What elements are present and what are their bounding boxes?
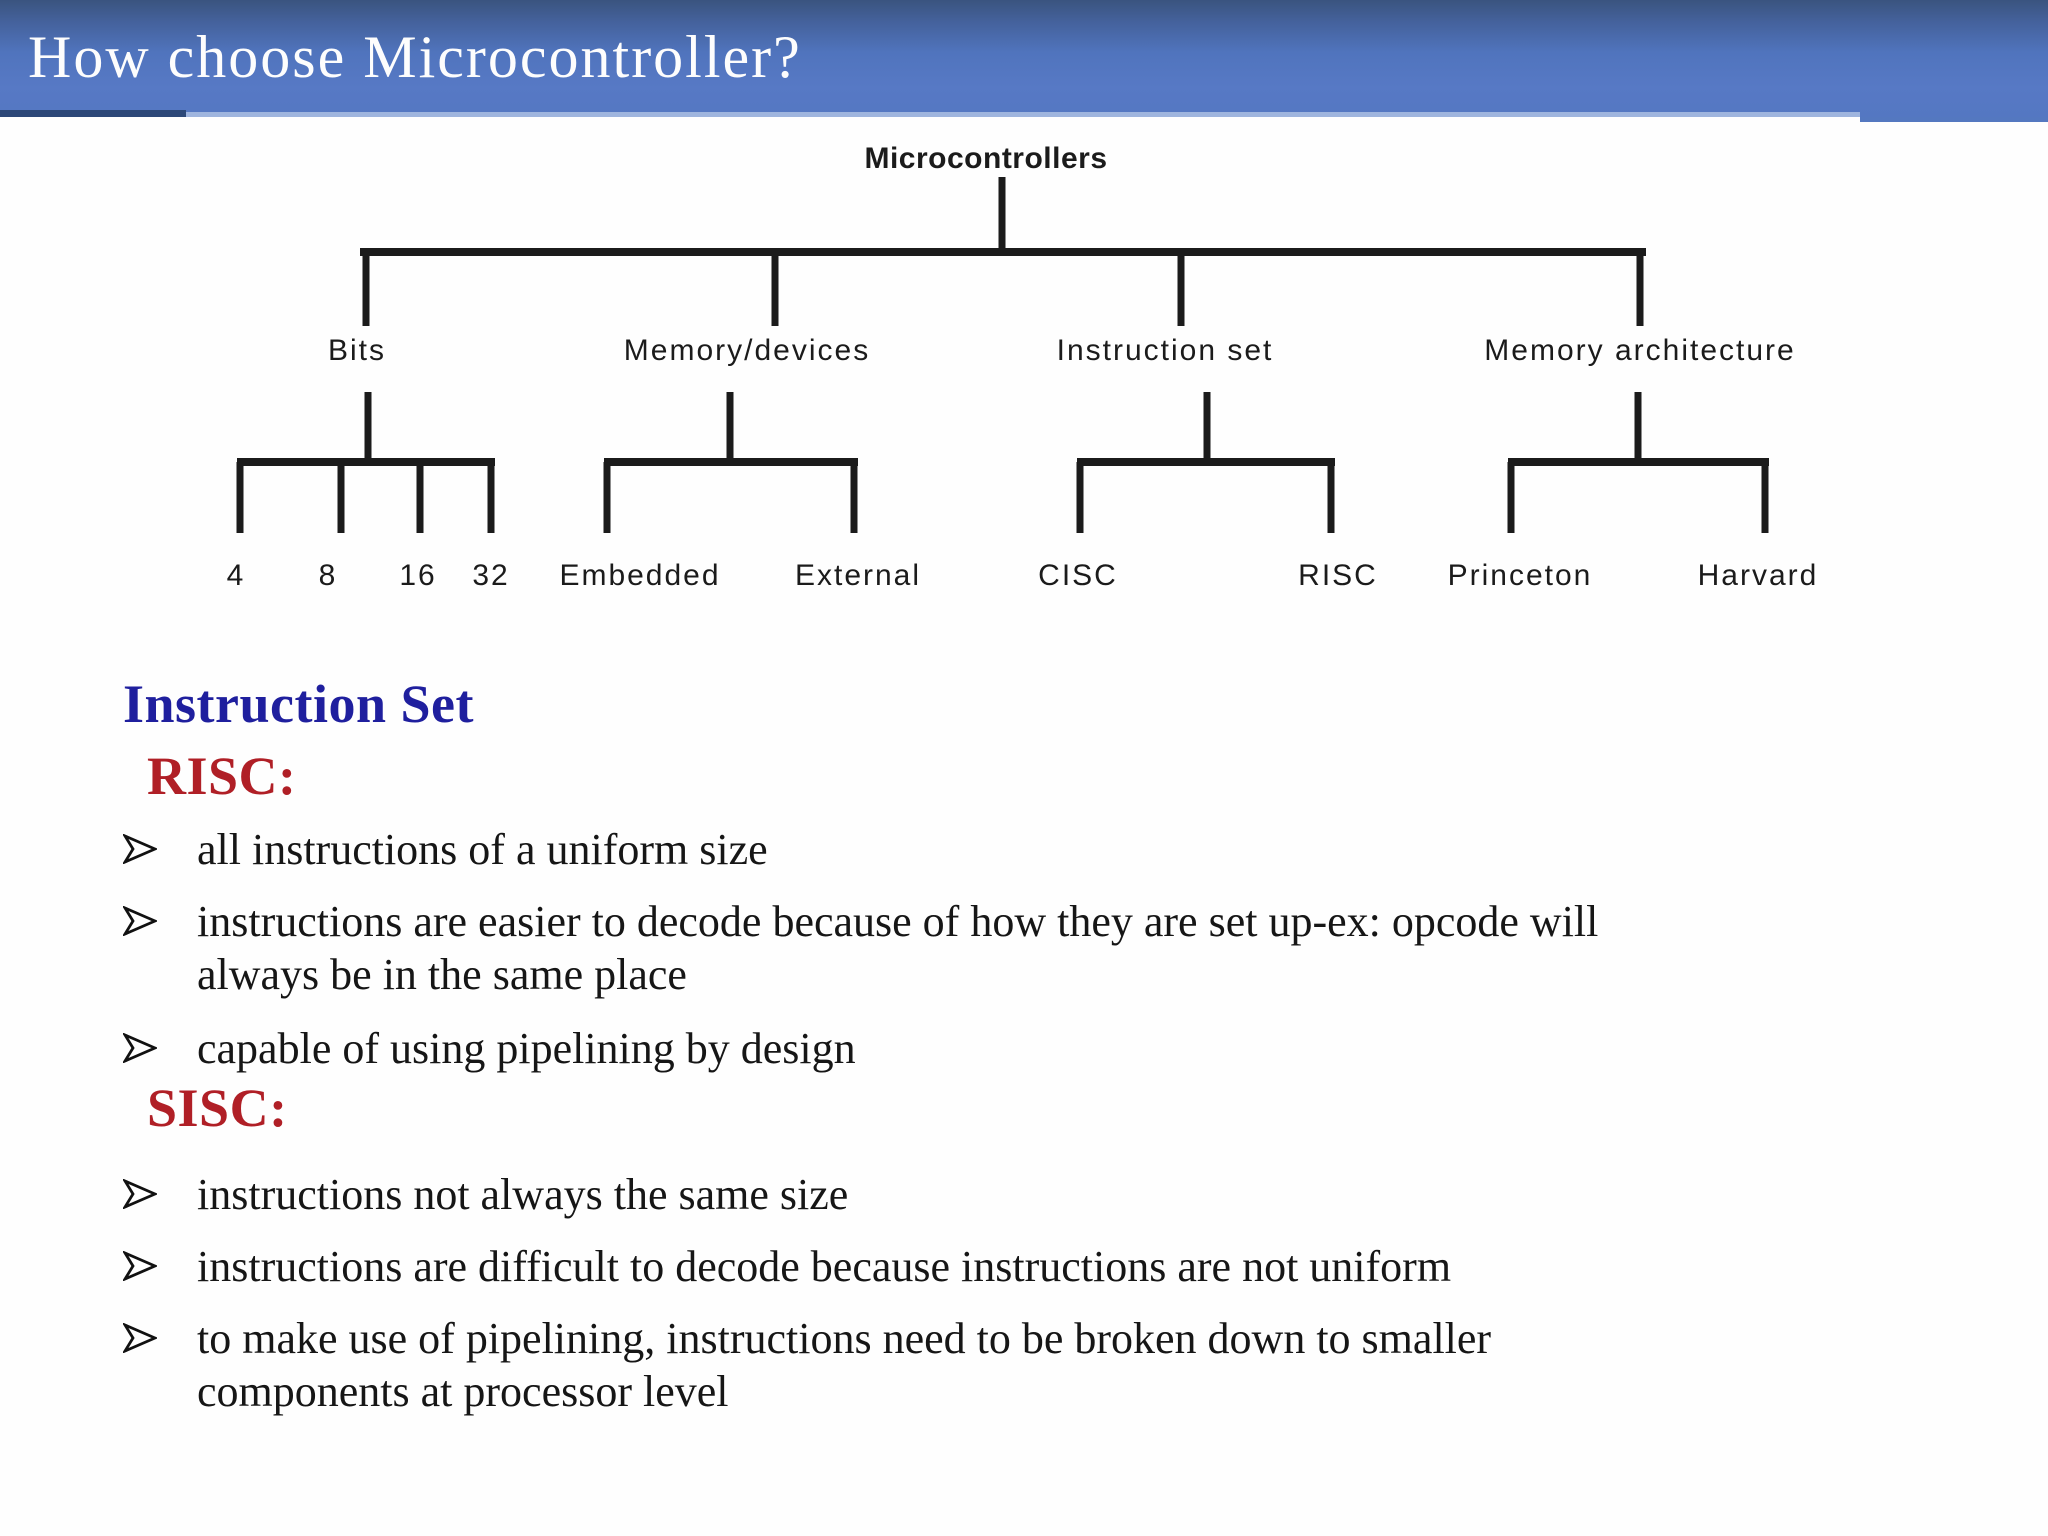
arrowhead-bullet-icon [123, 1033, 157, 1063]
arrowhead-bullet-icon [123, 1179, 157, 1209]
sisc-heading: SISC: [147, 1078, 288, 1138]
tree-connectors [236, 177, 1769, 533]
bullet-line: to make use of pipelining, instructions … [197, 1314, 1492, 1363]
tree-leaf-label-4: 4 [227, 559, 246, 592]
bullet-line: capable of using pipelining by design [197, 1024, 856, 1073]
bullet-line: instructions are difficult to decode bec… [197, 1242, 1452, 1291]
arrowhead-bullet-icon [123, 1251, 157, 1281]
tree-branch-label-memory-devices: Memory/devices [624, 334, 870, 367]
header-underline-light [186, 112, 1860, 117]
bullet-item: capable of using pipelining by design [123, 1022, 856, 1075]
microcontrollers-tree-diagram: Microcontrollers Bits Memory/devices Ins… [227, 142, 1819, 592]
tree-leaf-label-risc: RISC [1298, 559, 1378, 592]
bullet-line: instructions not always the same size [197, 1170, 849, 1219]
bullet-item: all instructions of a uniform size [123, 823, 768, 876]
arrowhead-bullet-icon [123, 834, 157, 864]
tree-leaf-label-princeton: Princeton [1448, 559, 1593, 592]
tree-branch-label-instruction-set: Instruction set [1057, 334, 1274, 367]
tree-branch-label-memory-architecture: Memory architecture [1484, 334, 1795, 367]
content-heading: Instruction Set [123, 674, 475, 734]
tree-leaf-label-cisc: CISC [1038, 559, 1118, 592]
tree-leaf-label-external: External [795, 559, 921, 592]
tree-leaf-label-16: 16 [399, 559, 436, 592]
arrowhead-bullet-icon [123, 906, 157, 936]
bullet-line: components at processor level [197, 1367, 729, 1416]
header-underline-dark [0, 110, 186, 117]
bullet-item: to make use of pipelining, instructions … [123, 1312, 1491, 1418]
tree-leaf-label-embedded: Embedded [559, 559, 720, 592]
bullet-line: all instructions of a uniform size [197, 825, 768, 874]
slide-header: How choose Microcontroller? [0, 0, 2048, 117]
bullet-item: instructions are difficult to decode bec… [123, 1240, 1451, 1293]
header-underline-right [1860, 117, 2048, 122]
bullet-item: instructions not always the same size [123, 1168, 848, 1221]
arrowhead-bullet-icon [123, 1323, 157, 1353]
bullet-line: always be in the same place [197, 950, 687, 999]
tree-leaf-label-32: 32 [472, 559, 509, 592]
bullet-line: instructions are easier to decode becaus… [197, 897, 1599, 946]
tree-leaf-label-harvard: Harvard [1698, 559, 1819, 592]
risc-heading: RISC: [147, 746, 297, 806]
tree-branch-label-bits: Bits [328, 334, 386, 367]
tree-root-label: Microcontrollers [864, 142, 1107, 175]
slide-title: How choose Microcontroller? [28, 24, 802, 90]
tree-leaf-label-8: 8 [319, 559, 338, 592]
bullet-item: instructions are easier to decode becaus… [123, 895, 1598, 1001]
